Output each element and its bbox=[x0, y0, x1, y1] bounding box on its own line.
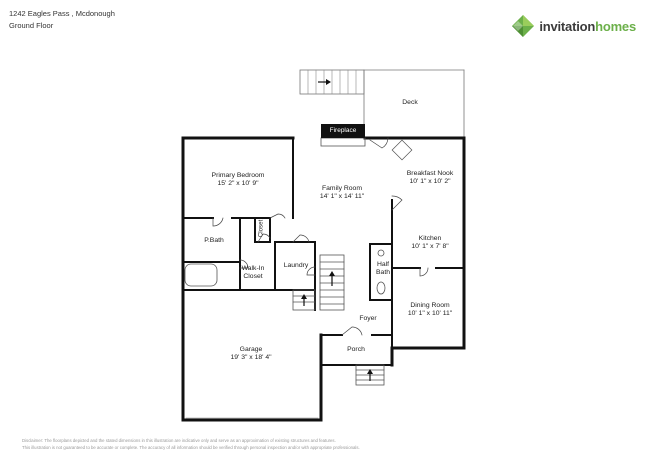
arrow-right-icon bbox=[318, 79, 331, 85]
room-name: Kitchen bbox=[418, 235, 442, 242]
brand-name-part1: invitation bbox=[539, 18, 596, 34]
room-kitchen: Kitchen 10' 1" x 7' 8" bbox=[411, 235, 448, 252]
room-family-room: Family Room 14' 1" x 14' 11" bbox=[320, 185, 364, 202]
room-breakfast-nook: Breakfast Nook 10' 1" x 10' 2" bbox=[407, 170, 453, 187]
arrow-up-icon bbox=[301, 294, 307, 306]
disclaimer-line: Disclaimer: The floorplans depicted and … bbox=[22, 438, 336, 443]
floor-label: Ground Floor bbox=[9, 21, 54, 30]
door-swings bbox=[212, 137, 429, 336]
room-name: Foyer bbox=[359, 315, 377, 322]
room-half-bath: Half Bath bbox=[376, 261, 390, 278]
exterior-walls bbox=[181, 136, 466, 422]
brand-logo: invitationhomes bbox=[511, 14, 636, 38]
property-address: 1242 Eagles Pass , Mcdonough bbox=[9, 9, 115, 18]
sink bbox=[377, 249, 385, 257]
room-walk-in-closet: Walk-In Closet bbox=[242, 265, 265, 282]
room-dimensions: 10' 1" x 10' 2" bbox=[409, 178, 451, 186]
arrow-up-icon bbox=[329, 271, 335, 286]
disclaimer-line: This illustration is not guaranteed to b… bbox=[22, 444, 360, 450]
bathtub bbox=[184, 263, 218, 287]
room-name-line1: Walk-In bbox=[241, 265, 265, 272]
room-dining-room: Dining Room 10' 1" x 10' 11" bbox=[408, 302, 452, 319]
room-deck: Deck bbox=[402, 99, 418, 107]
interior-staircase bbox=[319, 254, 345, 311]
room-dimensions: 10' 1" x 7' 8" bbox=[411, 243, 449, 251]
room-name: P.Bath bbox=[204, 237, 224, 244]
diamond-cube-icon bbox=[512, 15, 535, 37]
room-porch: Porch bbox=[347, 346, 365, 354]
brand-name: invitationhomes bbox=[539, 19, 636, 34]
room-name: Breakfast Nook bbox=[406, 170, 454, 177]
room-name: Family Room bbox=[321, 185, 363, 192]
room-name: Garage bbox=[239, 346, 263, 353]
room-name: Dining Room bbox=[410, 302, 450, 309]
room-garage: Garage 19' 3" x 18' 4" bbox=[230, 346, 271, 363]
room-laundry: Laundry bbox=[284, 262, 309, 270]
room-name: Laundry bbox=[283, 262, 309, 269]
fireplace-label: Fireplace bbox=[321, 124, 365, 138]
room-dimensions: 10' 1" x 10' 11" bbox=[407, 310, 453, 318]
light-fixture bbox=[391, 139, 413, 161]
room-dimensions: 15' 2" x 10' 9" bbox=[217, 180, 259, 188]
room-name: Primary Bedroom bbox=[211, 172, 265, 179]
stair-arrows bbox=[301, 79, 373, 381]
deck-stairs bbox=[307, 69, 357, 95]
disclaimer: Disclaimer: The floorplans depicted and … bbox=[22, 438, 360, 452]
room-closet: Closet bbox=[257, 219, 265, 238]
room-dimensions: 19' 3" x 18' 4" bbox=[230, 354, 272, 362]
toilet bbox=[376, 281, 386, 295]
room-p-bath: P.Bath bbox=[204, 237, 224, 245]
room-foyer: Foyer bbox=[359, 315, 376, 323]
room-primary-bedroom: Primary Bedroom 15' 2" x 10' 9" bbox=[212, 172, 265, 189]
room-name: Deck bbox=[402, 99, 418, 106]
room-name-line1: Half bbox=[376, 261, 390, 268]
room-dimensions: 14' 1" x 14' 11" bbox=[319, 193, 365, 201]
room-name-line2: Closet bbox=[243, 273, 263, 281]
fireplace-hearth bbox=[320, 137, 366, 147]
room-name-line2: Bath bbox=[376, 269, 390, 277]
room-name: Porch bbox=[347, 346, 365, 353]
arrow-up-icon bbox=[367, 369, 373, 381]
brand-name-part2: homes bbox=[595, 18, 636, 34]
